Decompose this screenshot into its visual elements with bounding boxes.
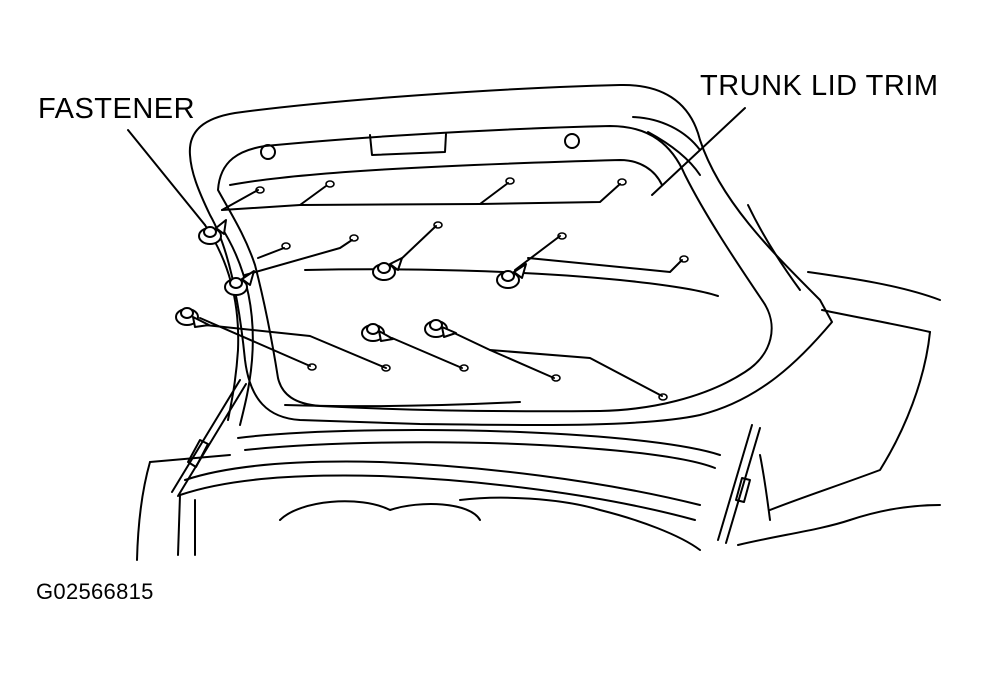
right-strut-body — [736, 478, 750, 502]
upper-edge-detail — [370, 134, 446, 155]
guide-line-3 — [398, 226, 436, 262]
guide-line-6 — [392, 338, 462, 368]
clip-hole-icon — [618, 179, 626, 185]
push-pin-clip-icon — [425, 320, 456, 337]
left-gas-strut — [172, 380, 240, 492]
trunk-opening-edge-2 — [245, 442, 715, 468]
guide-line-1 — [222, 184, 620, 210]
left-hinge-arm — [205, 225, 238, 420]
right-gas-strut-2 — [726, 428, 760, 543]
left-strut-body — [188, 440, 208, 467]
bumper-edge-2 — [180, 476, 695, 520]
guide-line-1c — [480, 183, 508, 204]
body-left-side-2 — [150, 455, 230, 462]
guide-line-4b — [528, 258, 682, 272]
clip-hole-icon — [434, 222, 442, 228]
fastener-leader-line — [128, 130, 205, 225]
guide-line-2b — [258, 248, 284, 258]
figure-code: G02566815 — [36, 579, 154, 604]
clip-hole-icon — [350, 235, 358, 241]
lower-trim-line — [285, 402, 520, 406]
guide-line-1b — [300, 186, 326, 205]
rear-fender-6 — [760, 455, 770, 520]
push-pin-clip-icon — [497, 264, 526, 288]
clip-hole-icon — [680, 256, 688, 262]
guide-line-1d — [222, 190, 258, 210]
clip-hole-icon — [282, 243, 290, 249]
trunk-floor-arc — [280, 501, 480, 520]
push-pin-clip-icon — [176, 308, 209, 327]
push-pin-clip-icon — [373, 258, 402, 280]
right-edge-contour-2 — [633, 117, 700, 150]
mounting-holes — [256, 178, 688, 400]
push-pin-clip-icon — [225, 271, 254, 295]
guide-line-5b — [205, 325, 386, 368]
trunk-floor-arc-2 — [460, 498, 700, 550]
body-left-panel — [178, 495, 180, 555]
guide-line-2 — [245, 240, 352, 275]
clip-hole-icon — [382, 365, 390, 371]
fastener-label: FASTENER — [38, 93, 196, 125]
bumper-edge — [185, 462, 700, 505]
clip-hole-icon — [460, 365, 468, 371]
inner-flange-line — [230, 160, 662, 185]
guide-line-4 — [515, 236, 560, 270]
clip-hole-icon — [558, 233, 566, 239]
rear-fender — [808, 272, 940, 300]
left-gas-strut-2 — [178, 384, 246, 496]
right-edge-contour — [748, 205, 800, 290]
clip-hole-icon — [308, 364, 316, 370]
clip-hole-icon — [326, 181, 334, 187]
push-pin-clip-icon — [362, 324, 393, 341]
right-edge-contour-3 — [648, 132, 700, 175]
rear-fender-5 — [738, 520, 850, 545]
guide-line-7 — [452, 332, 554, 378]
clip-hole-icon — [506, 178, 514, 184]
trunk-lid-outer-edge — [190, 85, 832, 425]
trim-leader-line — [652, 108, 745, 195]
right-gas-strut — [718, 425, 752, 540]
clip-hole-icon — [659, 394, 667, 400]
clip-hole-icon — [256, 187, 264, 193]
guide-line-7b — [490, 350, 662, 396]
trunk-lid-trim-label: TRUNK LID TRIM — [700, 70, 939, 102]
trim-panel-edge — [218, 126, 772, 411]
rear-fender-4 — [850, 505, 940, 520]
push-pin-clip-icon — [199, 220, 226, 244]
mounting-boss-right — [565, 134, 579, 148]
mounting-boss-left — [261, 145, 275, 159]
clip-hole-icon — [552, 375, 560, 381]
trunk-opening-edge — [238, 430, 720, 455]
rear-fender-3 — [770, 332, 930, 510]
left-hinge-arm-2 — [220, 225, 253, 425]
fastener-clips — [176, 220, 526, 341]
body-left-side — [137, 462, 150, 560]
rear-fender-2 — [822, 310, 930, 332]
